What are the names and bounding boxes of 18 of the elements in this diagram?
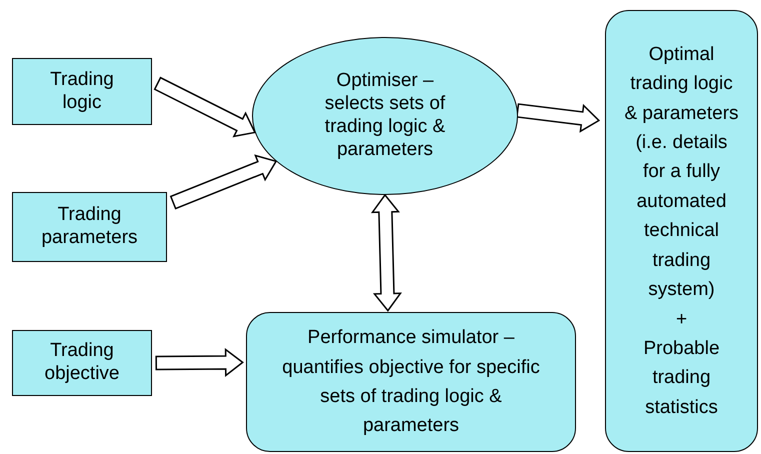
block-arrow [170,154,278,210]
node-text: Trading objective [44,340,120,386]
block-arrow [516,103,600,133]
node-text: Probable trading statistics [642,337,721,420]
node-text: + [676,308,688,332]
process-box [12,330,152,396]
block-arrow [155,348,244,378]
block-arrow [154,76,256,138]
process-box [12,192,167,262]
node-text: Trading parameters [40,204,139,250]
node-text: Performance simulator – quantifies objective for specific sets of trading logic & parameters [281,326,541,438]
node-text: Optimal trading logic & parameters (i.e. details for a fully automated technical trading system) [623,42,740,302]
process-box [246,312,576,452]
block-arrow [370,194,402,312]
process-box [12,58,152,125]
node-text: Trading logic [49,68,115,114]
node-text: Optimiser – selects sets of trading logic & parameters [324,70,446,162]
process-box [605,10,758,452]
